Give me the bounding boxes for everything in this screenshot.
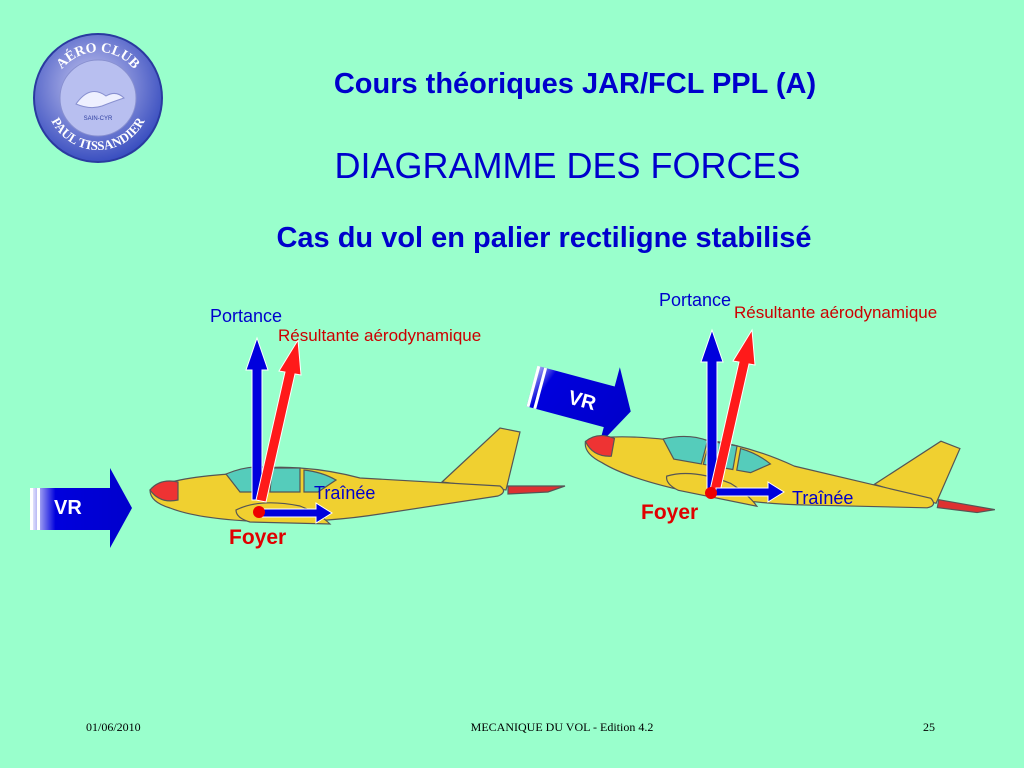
footer-date: 01/06/2010 bbox=[86, 720, 141, 734]
trainee-arrow-right bbox=[715, 481, 785, 503]
resultante-label-left: Résultante aérodynamique bbox=[278, 326, 482, 345]
course-title: Cours théoriques JAR/FCL PPL (A) bbox=[333, 68, 817, 100]
vr-arrow-right bbox=[526, 365, 631, 445]
foyer-point-right bbox=[705, 487, 717, 499]
trainee-label-right: Traînée bbox=[792, 488, 854, 508]
airplane-right bbox=[584, 434, 995, 514]
footer-page-number: 25 bbox=[923, 720, 935, 734]
airplane-left bbox=[149, 427, 566, 525]
vr-label-left: VR bbox=[54, 497, 82, 519]
slide-subtitle: Cas du vol en palier rectiligne stabilis… bbox=[276, 222, 812, 254]
trainee-arrow-left bbox=[261, 502, 333, 524]
resultante-label-right: Résultante aérodynamique bbox=[734, 303, 938, 322]
foyer-point-left bbox=[253, 506, 265, 518]
slide-title: DIAGRAMME DES FORCES bbox=[334, 145, 801, 186]
logo-center-text: SAIN-CYR bbox=[84, 116, 113, 122]
trainee-label-left: Traînée bbox=[314, 483, 376, 503]
aero-club-logo: AÉRO CLUB PAUL TISSANDIER SAIN-CYR bbox=[33, 33, 163, 163]
portance-label-right: Portance bbox=[659, 290, 732, 310]
vr-arrow-left bbox=[30, 468, 132, 548]
resultante-arrow-left bbox=[255, 338, 302, 503]
resultante-arrow-right bbox=[709, 328, 756, 493]
portance-label-left: Portance bbox=[210, 306, 283, 326]
foyer-label-left: Foyer bbox=[229, 526, 287, 549]
foyer-label-right: Foyer bbox=[641, 501, 699, 524]
footer-center-text: MECANIQUE DU VOL - Edition 4.2 bbox=[470, 720, 654, 734]
